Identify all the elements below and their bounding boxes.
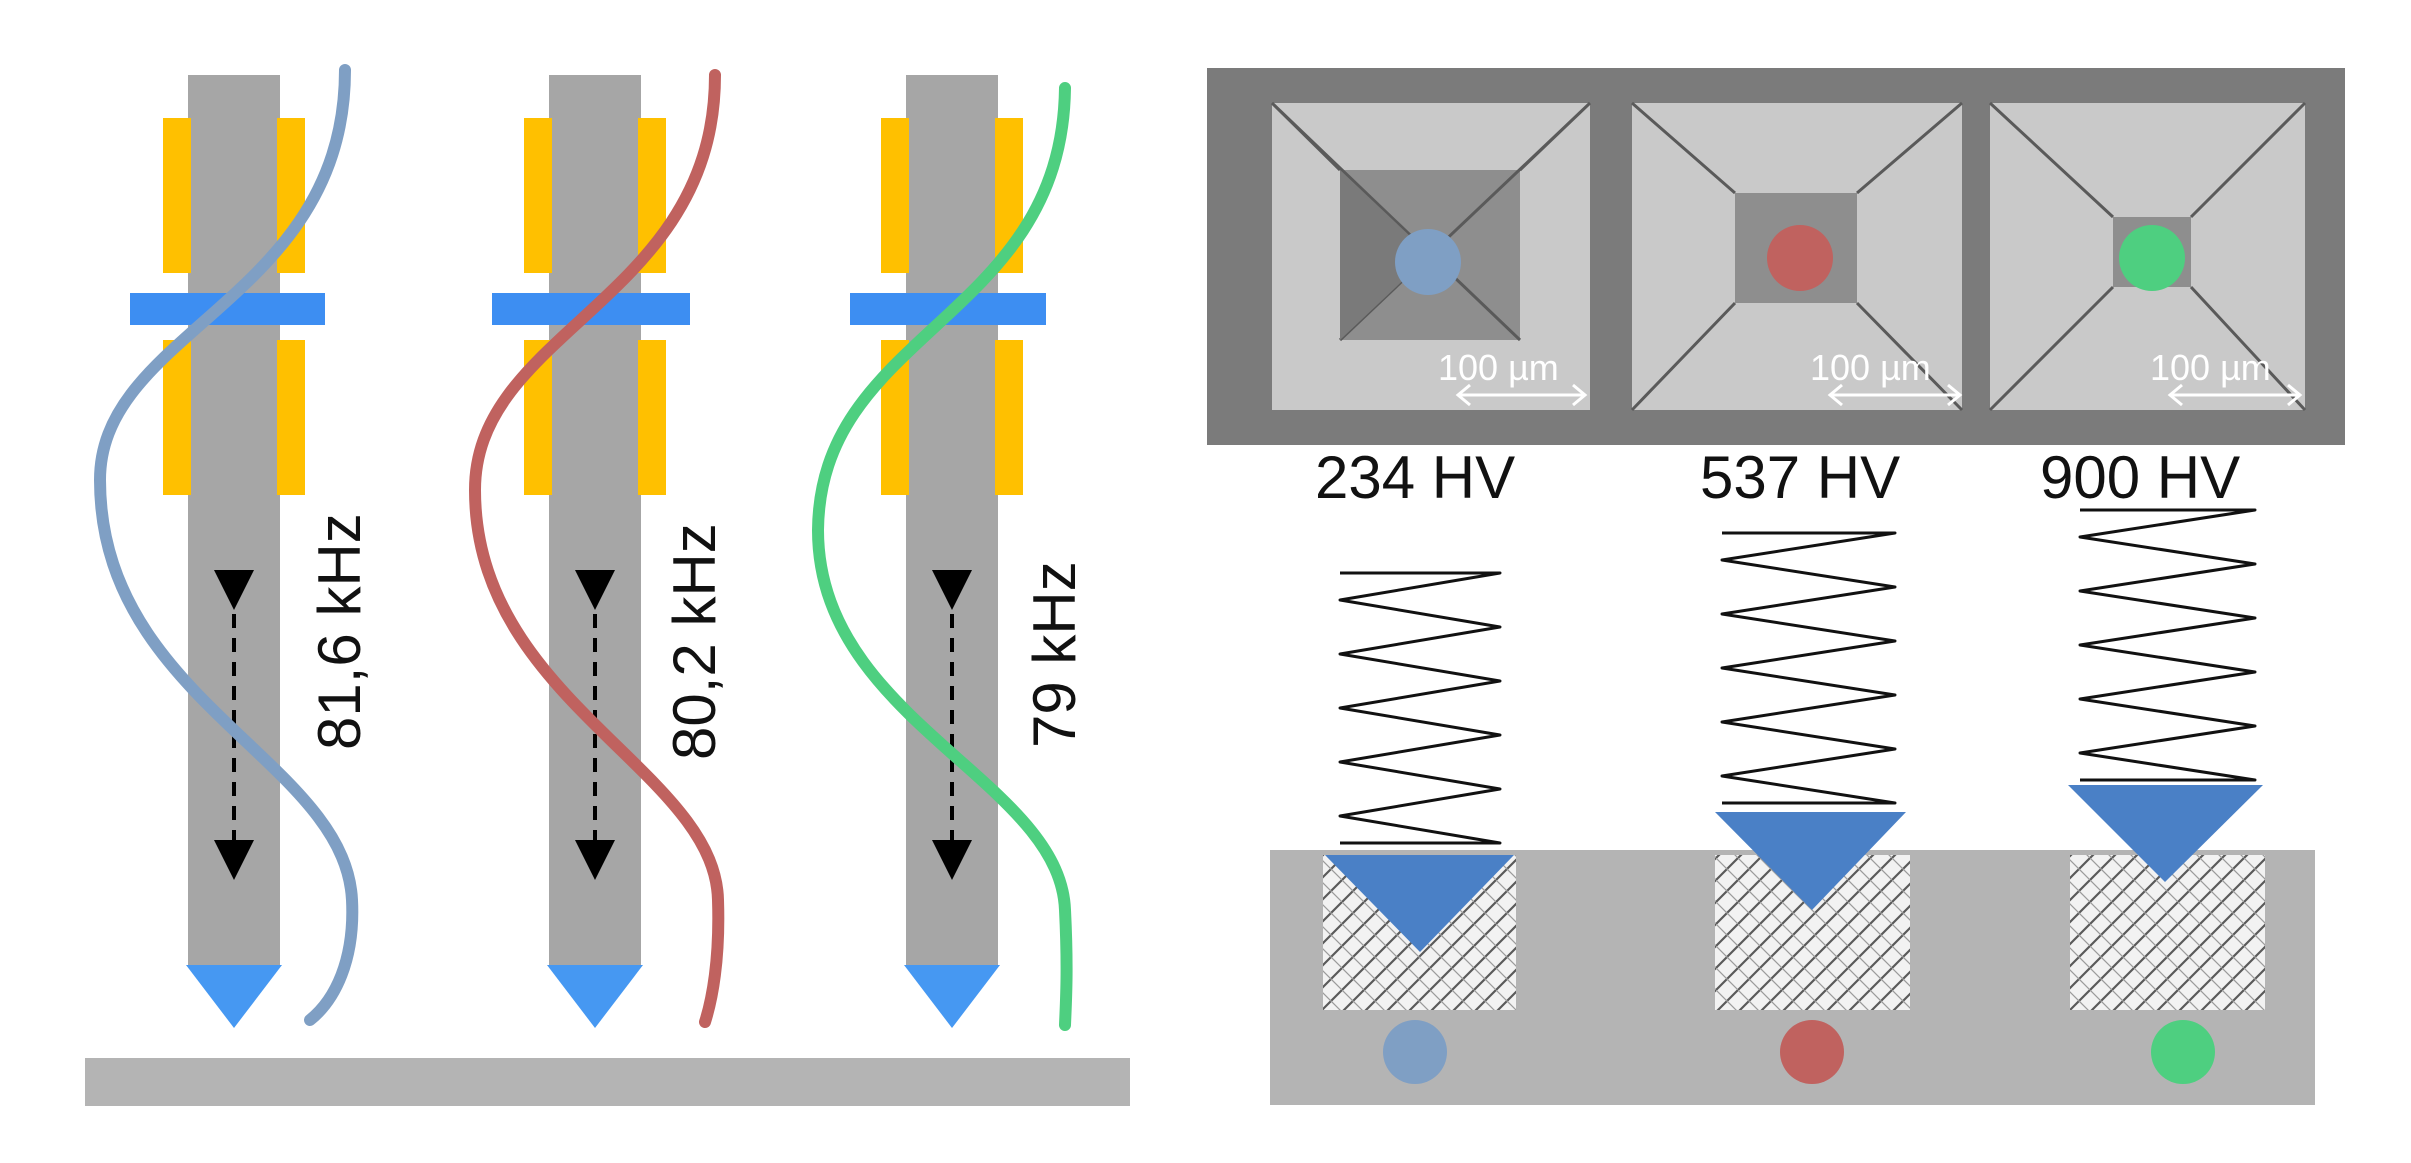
mode-shape-wave (811, 82, 1073, 1031)
probe-tip (547, 965, 643, 1028)
scale-bar-arrows (1827, 383, 1963, 407)
rod-3: 79 kHz (811, 75, 1088, 1031)
micrograph-1: 100 µm (1270, 101, 1592, 410)
rod-2: 80,2 kHz (468, 69, 728, 1028)
mode-shape-wave (468, 69, 725, 1028)
micrograph-2: 100 µm (1630, 101, 1964, 412)
scale-bar-arrows (2167, 383, 2303, 407)
micrographs-panel: 100 µm 100 µm 100 µm (1207, 68, 2345, 445)
spring (1338, 571, 1502, 845)
rod-1: 81,6 kHz (93, 64, 373, 1028)
indent-diagonals (1988, 101, 2307, 412)
left-base-plate (85, 1058, 1130, 1106)
hardness-dot (1383, 1020, 1447, 1084)
hardness-label-3: 900 HV (2040, 444, 2240, 511)
indenter-tip (2068, 785, 2263, 882)
spring-column-3 (2068, 508, 2265, 1084)
scale-bar-label: 100 µm (1810, 347, 1931, 388)
hardness-label-2: 537 HV (1700, 444, 1900, 511)
piezo-plate (995, 340, 1023, 495)
probe-tip (904, 965, 1000, 1028)
indenter-tip (1715, 812, 1906, 910)
scale-bar-arrows (1455, 383, 1588, 407)
piezo-plate (163, 340, 191, 495)
piezo-plate (163, 118, 191, 273)
rods-panel: 81,6 kHz 80,2 kHz 79 kHz (85, 64, 1130, 1106)
spring-model-panel: 234 HV 537 HV 900 HV (1270, 444, 2315, 1105)
spring-column-2 (1715, 531, 1910, 1084)
micrograph-3: 100 µm (1988, 101, 2307, 412)
hardness-label-1: 234 HV (1315, 444, 1515, 511)
spring-column-1 (1323, 571, 1516, 1084)
frequency-label: 80,2 kHz (661, 523, 728, 760)
spring (1720, 531, 1897, 805)
frequency-label: 79 kHz (1021, 561, 1088, 748)
indent-diagonals (1630, 101, 1964, 412)
mode-shape-wave (93, 64, 359, 1026)
piezo-plate (881, 118, 909, 273)
frequency-label: 81,6 kHz (306, 513, 373, 750)
piezo-plate (524, 118, 552, 273)
scale-bar-label: 100 µm (1438, 347, 1559, 388)
indent-diagonals (1270, 101, 1592, 342)
indent-dot (2119, 225, 2185, 291)
deformation-zone (2070, 855, 2265, 1010)
indent-facet (1340, 170, 1430, 340)
hardness-dot (1780, 1020, 1844, 1084)
indent-dot (1767, 225, 1833, 291)
scale-bar-label: 100 µm (2150, 347, 2271, 388)
indenter-tip (1325, 855, 1514, 952)
piezo-plate (277, 340, 305, 495)
hardness-dot (2151, 1020, 2215, 1084)
probe-tip (186, 965, 282, 1028)
indent-dot (1395, 229, 1461, 295)
piezo-plate (638, 340, 666, 495)
spring (2078, 508, 2257, 782)
